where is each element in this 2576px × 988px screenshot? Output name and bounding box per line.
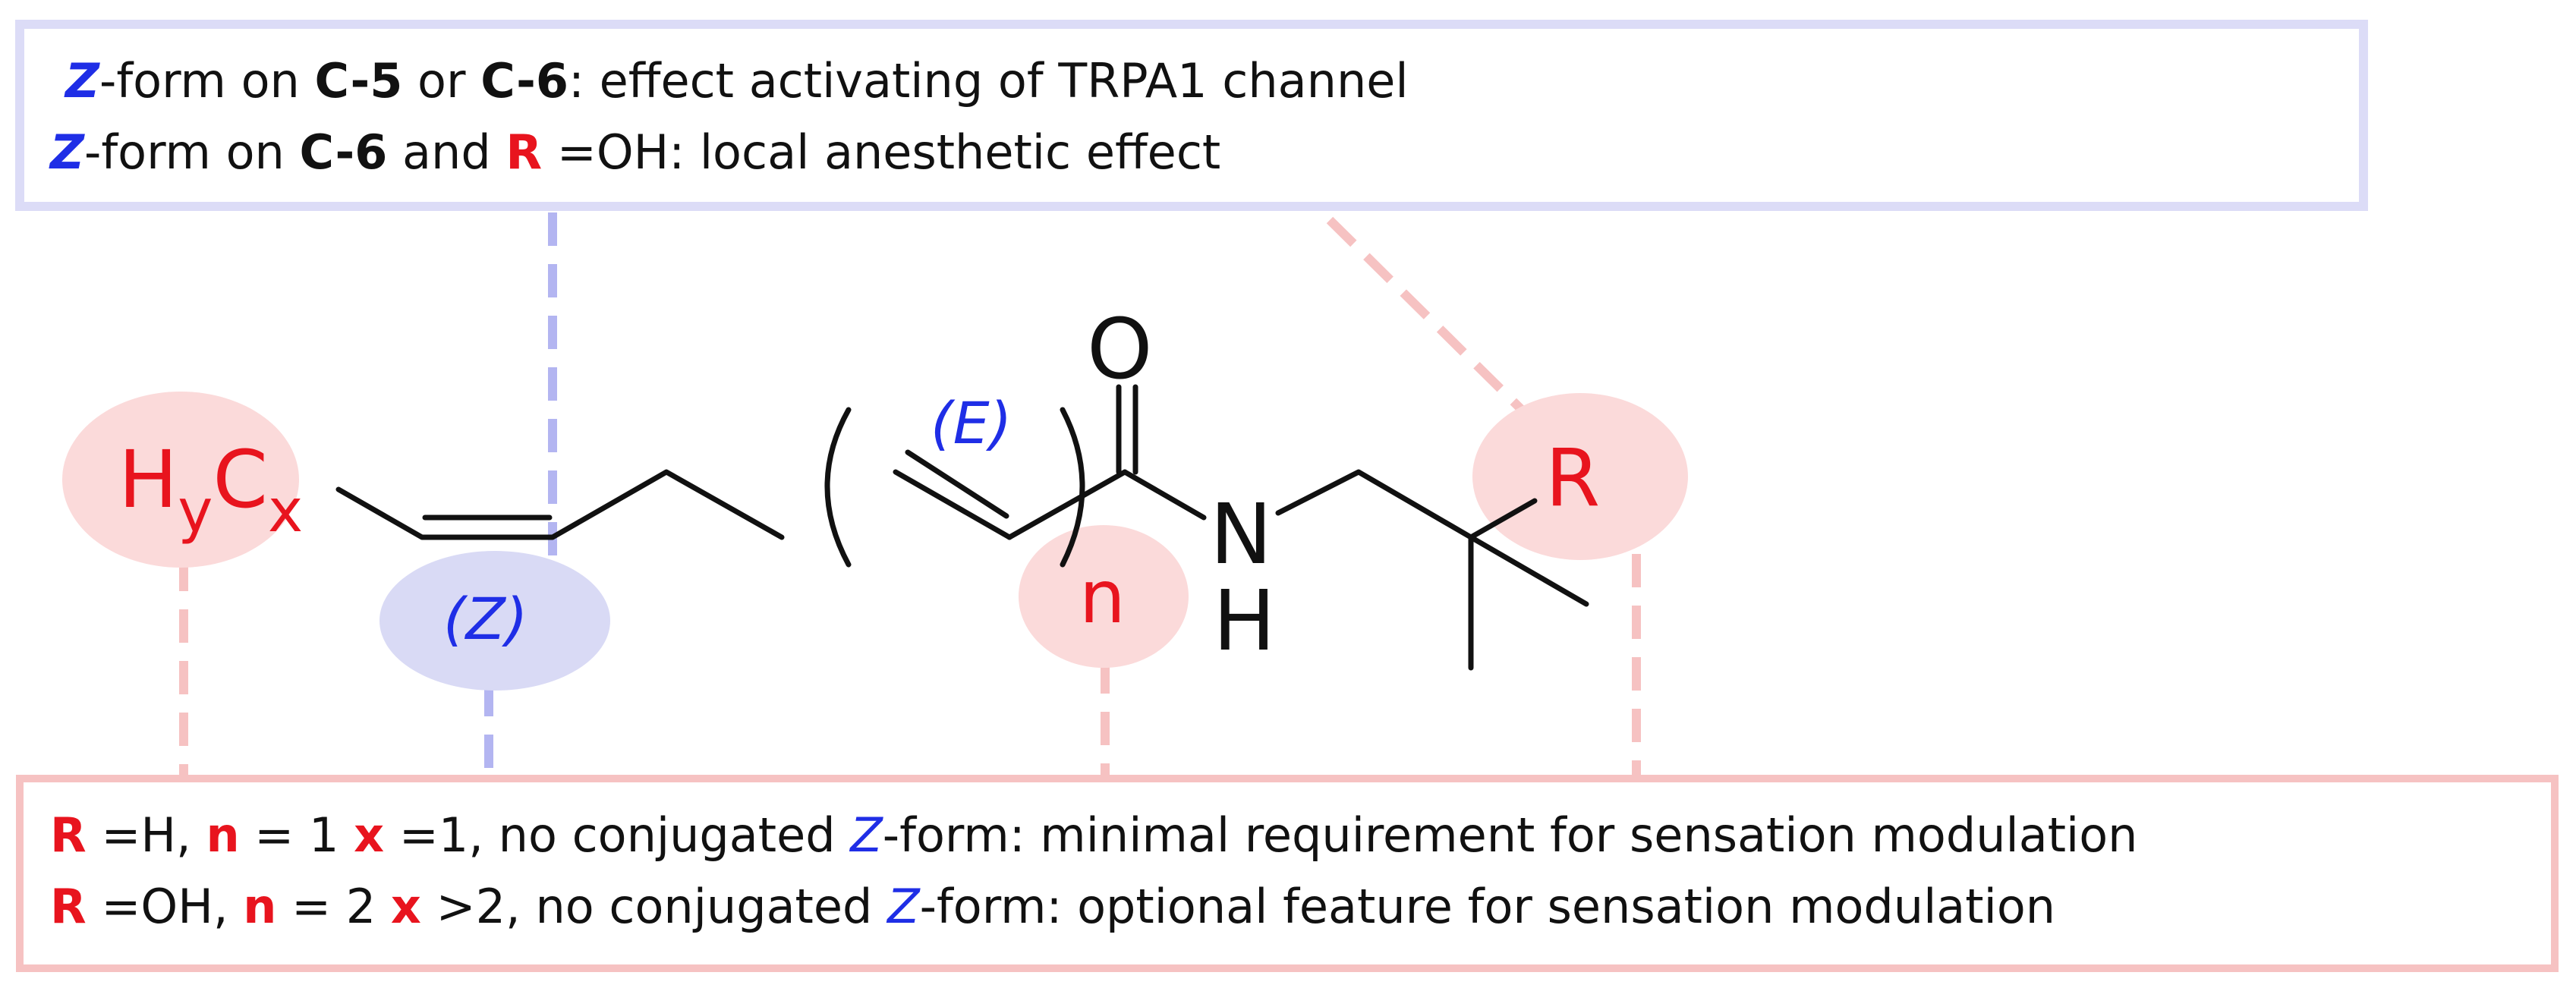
nitrogen-atom: N	[1210, 486, 1272, 583]
bond-c-n	[1122, 469, 1207, 521]
bond-to-carbonyl	[1006, 469, 1128, 540]
bond-to-r	[1468, 498, 1538, 540]
bottom-line-1: R =H, n = 1 x =1, no conjugated Z-form: …	[50, 807, 2137, 863]
connector-top-r	[1326, 216, 1529, 417]
bond-chain-right	[893, 469, 1012, 540]
bracket-right	[1060, 407, 1085, 568]
hycx-label: HyCx	[118, 433, 303, 546]
z-stereo-label: (Z)	[443, 585, 527, 653]
molecule-bonds	[335, 384, 1589, 671]
bottom-line-2: R =OH, n = 2 x >2, no conjugated Z-form:…	[50, 879, 2055, 934]
oxygen-atom: O	[1087, 300, 1153, 398]
hycx-highlight	[62, 392, 299, 568]
top-box	[15, 20, 2368, 211]
connector-lines	[179, 212, 1641, 782]
hydrogen-atom: H	[1213, 572, 1276, 669]
n-highlight	[1019, 525, 1189, 668]
e-stereo-label: (E)	[931, 389, 1012, 457]
bottom-box	[16, 775, 2559, 972]
r-highlight	[1472, 393, 1688, 560]
bond-chain-left	[335, 469, 785, 540]
bond-n-chain	[1275, 469, 1474, 540]
top-line-2: Z-form on C-6 and R =OH: local anestheti…	[49, 124, 1220, 180]
e-double-bond-inner	[905, 449, 1009, 519]
n-repeat-label: n	[1079, 555, 1126, 640]
r-group-label: R	[1545, 432, 1600, 524]
z-highlight	[379, 551, 610, 691]
bond-methyl-1	[1468, 534, 1589, 607]
bracket-left	[824, 407, 852, 568]
top-line-1: Z-form on C-5 or C-6: effect activating …	[64, 53, 1409, 109]
